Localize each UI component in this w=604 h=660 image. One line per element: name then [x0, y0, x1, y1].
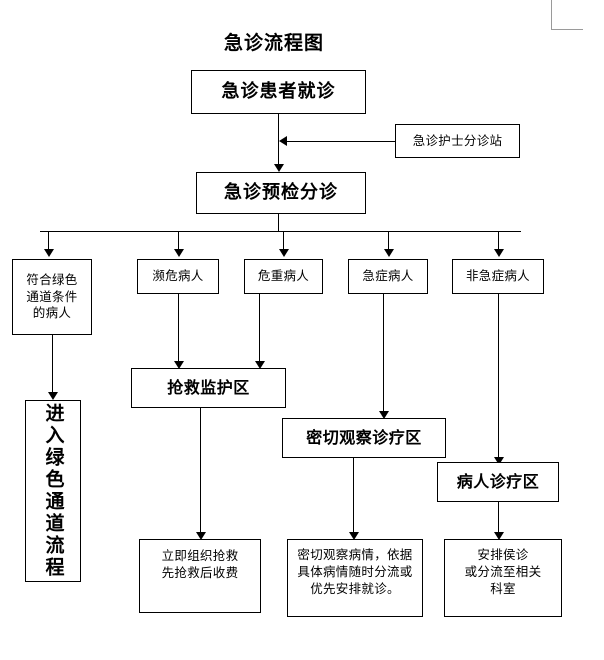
node-patient-visit-label: 急诊患者就诊 — [221, 80, 336, 102]
crop-mark-vertical — [551, 0, 552, 30]
node-category-green-channel[interactable]: 符合绿色 通道条件 的病人 — [12, 259, 92, 335]
node-resuscitation-area[interactable]: 抢救监护区 — [131, 368, 286, 408]
edge-green-category-to-process — [52, 335, 53, 397]
arrowhead-bus-to-severe — [279, 249, 289, 257]
node-resuscitation-area-label: 抢救监护区 — [167, 378, 250, 398]
edge-observation-to-action — [353, 458, 354, 538]
arrowhead-nurse-to-stem — [279, 136, 287, 146]
node-category-acute[interactable]: 急症病人 — [348, 259, 428, 294]
page-title: 急诊流程图 — [224, 32, 325, 54]
arrowhead-critical-to-resuscitation — [174, 361, 184, 369]
node-close-observation-area[interactable]: 密切观察诊疗区 — [282, 418, 446, 458]
edge-bus-to-green-channel — [48, 231, 49, 253]
node-action-resuscitate-label: 立即组织抢救 先抢救后收费 — [161, 548, 239, 580]
edge-severe-to-resuscitation — [259, 294, 260, 366]
arrowhead-nonacute-to-treatment — [494, 457, 504, 465]
node-green-channel-process[interactable]: 进入绿色通道流程 — [25, 400, 81, 582]
edge-treatment-to-action — [498, 502, 499, 538]
arrowhead-observation-to-action — [349, 532, 359, 540]
node-patient-treatment-area-label: 病人诊疗区 — [456, 472, 540, 492]
node-action-resuscitate[interactable]: 立即组织抢救 先抢救后收费 — [139, 539, 261, 613]
edge-bus-to-acute — [388, 231, 389, 253]
node-category-green-channel-label: 符合绿色 通道条件 的病人 — [26, 271, 78, 321]
arrowhead-visit-to-triage — [274, 164, 284, 172]
node-action-observe[interactable]: 密切观察病情，依据 具体病情随时分流或 优先安排就诊。 — [287, 539, 423, 617]
edge-resuscitation-to-action — [200, 408, 201, 538]
edge-triage-to-bus — [278, 214, 279, 232]
node-action-waiting[interactable]: 安排侯诊 或分流至相关 科室 — [444, 539, 562, 617]
node-category-acute-label: 急症病人 — [362, 268, 414, 284]
node-nurse-triage-station[interactable]: 急诊护士分诊站 — [395, 124, 520, 158]
arrowhead-severe-to-resuscitation — [255, 361, 265, 369]
edge-critical-to-resuscitation — [178, 294, 179, 366]
node-category-severe-label: 危重病人 — [257, 268, 310, 284]
edge-nurse-to-stem — [286, 141, 395, 142]
edge-nonacute-to-treatment — [498, 294, 499, 462]
arrowhead-bus-to-critical — [174, 249, 184, 257]
node-patient-treatment-area[interactable]: 病人诊疗区 — [437, 462, 559, 502]
arrowhead-acute-to-observation — [379, 411, 389, 419]
arrowhead-bus-to-nonacute — [494, 249, 504, 257]
edge-bus-to-severe — [283, 231, 284, 253]
arrowhead-bus-to-acute — [384, 249, 394, 257]
edge-bus-to-critical — [178, 231, 179, 253]
edge-acute-to-observation — [383, 294, 384, 416]
arrowhead-bus-to-green-channel — [44, 249, 54, 257]
node-action-observe-label: 密切观察病情，依据 具体病情随时分流或 优先安排就诊。 — [297, 547, 413, 596]
arrowhead-green-category-to-process — [48, 392, 58, 400]
node-category-severe[interactable]: 危重病人 — [244, 259, 323, 294]
node-category-critical-label: 濒危病人 — [152, 268, 204, 284]
arrowhead-treatment-to-action — [494, 532, 504, 540]
node-category-nonacute-label: 非急症病人 — [465, 268, 530, 284]
node-category-nonacute[interactable]: 非急症病人 — [452, 259, 544, 294]
node-pre-exam-triage[interactable]: 急诊预检分诊 — [196, 172, 366, 214]
crop-mark-horizontal — [551, 29, 583, 30]
node-nurse-triage-station-label: 急诊护士分诊站 — [412, 132, 503, 148]
distribution-bus — [40, 231, 521, 232]
node-action-waiting-label: 安排侯诊 或分流至相关 科室 — [464, 547, 542, 596]
node-green-channel-process-label: 进入绿色通道流程 — [42, 403, 65, 579]
edge-bus-to-nonacute — [498, 231, 499, 253]
arrowhead-resuscitation-to-action — [196, 532, 206, 540]
node-pre-exam-triage-label: 急诊预检分诊 — [224, 181, 338, 203]
edge-visit-to-triage — [278, 114, 279, 169]
node-close-observation-area-label: 密切观察诊疗区 — [306, 428, 422, 448]
node-patient-visit[interactable]: 急诊患者就诊 — [191, 70, 366, 114]
node-category-critical[interactable]: 濒危病人 — [137, 259, 219, 294]
